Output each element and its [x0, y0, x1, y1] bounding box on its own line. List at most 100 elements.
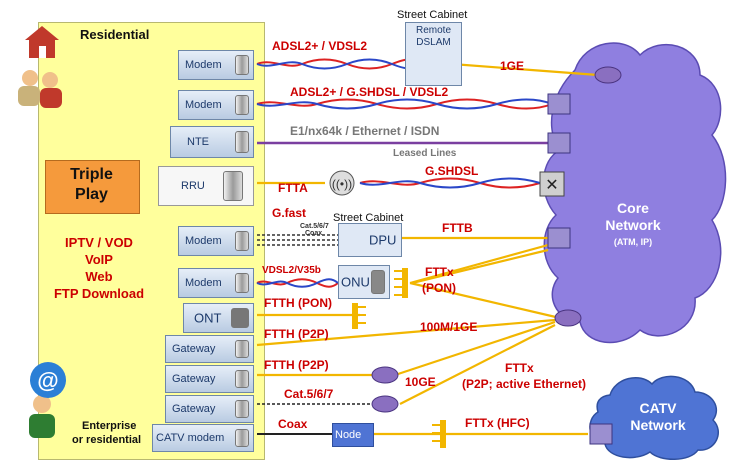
link-100m-1ge: 100M/1GE — [420, 320, 477, 334]
antenna-icon — [329, 170, 355, 196]
link-fttb: FTTB — [442, 221, 473, 235]
dpu-label: DPU — [369, 232, 397, 248]
link-ftth-p2p-2: FTTH (P2P) — [264, 358, 329, 372]
modem-1-box: Modem — [178, 50, 254, 80]
gfast-wires — [257, 234, 338, 246]
modem-1-label: Modem — [185, 59, 222, 71]
router-icons — [371, 66, 622, 413]
link-ftth-pon: FTTH (PON) — [264, 296, 332, 310]
fiber-lines — [256, 62, 599, 436]
node-box: Node — [332, 423, 374, 447]
service-voip: VoIP — [85, 252, 113, 267]
gateway-3-box: Gateway — [165, 395, 254, 423]
core-network-label-3: (ATM, IP) — [614, 237, 652, 247]
gateway-2-label: Gateway — [172, 373, 216, 385]
onu-label: ONU — [341, 274, 370, 290]
rru-box: RRU — [158, 166, 254, 206]
nte-icon — [235, 131, 249, 153]
modem-2-box: Modem — [178, 90, 254, 120]
svg-text:((•)): ((•)) — [332, 177, 352, 191]
link-coax-small: Coax — [305, 230, 322, 237]
gateway-2-icon — [235, 370, 249, 388]
catv-modem-icon — [235, 429, 249, 447]
link-10ge: 10GE — [405, 375, 436, 389]
ont-label: ONT — [194, 310, 222, 326]
cross-connect-icon-glyph: ✕ — [545, 177, 558, 194]
nte-label: NTE — [187, 136, 209, 148]
copper-pairs — [256, 58, 553, 288]
enterprise-label-2: or residential — [72, 434, 142, 446]
modem-2-label: Modem — [185, 99, 222, 111]
street-cabinet-1-label: Street Cabinet — [397, 9, 467, 21]
link-adsl-gshdsl-vdsl2: ADSL2+ / G.SHDSL / VDSL2 — [290, 85, 448, 99]
link-e1-ethernet-isdn: E1/nx64k / Ethernet / ISDN — [290, 124, 439, 138]
link-1ge: 1GE — [500, 59, 524, 73]
link-fttx-hfc: FTTx (HFC) — [465, 416, 530, 430]
triple-play-box — [45, 160, 140, 214]
nte-box: NTE — [170, 126, 254, 158]
gateway-3-icon — [235, 400, 249, 418]
modem-3-label: Modem — [185, 235, 222, 247]
street-cabinet-2-label: Street Cabinet — [333, 212, 403, 224]
link-adsl-vdsl2: ADSL2+ / VDSL2 — [272, 39, 367, 53]
core-network-cloud — [543, 42, 727, 344]
link-ftth-p2p-1: FTTH (P2P) — [264, 327, 329, 341]
catv-network-label-1: CATV — [639, 400, 677, 416]
rru-antenna-icon — [223, 171, 243, 201]
modem-4-label: Modem — [185, 277, 222, 289]
modem-4-box: Modem — [178, 268, 254, 298]
dpu-box: DPU — [338, 223, 402, 257]
remote-dslam-box: Remote DSLAM — [405, 22, 462, 86]
triple-play-label-1: Triple — [70, 166, 113, 183]
triple-play-label-2: Play — [75, 186, 108, 203]
link-cat567-small: Cat.5/6/7 — [300, 223, 329, 230]
splitter-hfc — [432, 420, 446, 448]
catv-modem-label: CATV modem — [156, 432, 225, 444]
link-cat567: Cat.5/6/7 — [284, 387, 334, 401]
core-network-label-2: Network — [605, 217, 660, 233]
switch-icons — [547, 93, 613, 445]
ont-icon — [231, 308, 249, 328]
gateway-1-box: Gateway — [165, 335, 254, 363]
link-leased-lines: Leased Lines — [393, 148, 457, 159]
link-fttx-p2p-2: (P2P; active Ethernet) — [462, 377, 586, 391]
svg-text:@: @ — [37, 368, 58, 393]
link-fttx-pon-1: FTTx — [425, 265, 454, 279]
catv-modem-box: CATV modem — [152, 424, 254, 452]
link-fttx-p2p-1: FTTx — [505, 361, 534, 375]
residential-label: Residential — [80, 27, 150, 42]
enterprise-label-1: Enterprise — [82, 420, 137, 432]
splitter-pon — [394, 268, 408, 298]
enterprise-person-icon — [29, 395, 55, 438]
link-gshdsl: G.SHDSL — [425, 164, 478, 178]
gateway-3-label: Gateway — [172, 403, 216, 415]
email-icon: @ — [30, 362, 66, 398]
modem-1-icon — [235, 55, 249, 75]
splitter-ftth — [352, 303, 366, 329]
gateway-1-icon — [235, 340, 249, 358]
catv-network-label-2: Network — [630, 417, 685, 433]
link-ftta: FTTA — [278, 181, 308, 195]
onu-device-icon — [371, 270, 385, 294]
modem-2-icon — [235, 95, 249, 115]
service-web: Web — [85, 269, 113, 284]
core-network-label-1: Core — [617, 200, 649, 216]
onu-box: ONU — [338, 265, 390, 299]
node-label: Node — [335, 429, 362, 441]
modem-3-icon — [235, 231, 249, 251]
link-gfast: G.fast — [272, 206, 306, 220]
catv-network-cloud — [589, 375, 719, 460]
gateway-1-label: Gateway — [172, 343, 216, 355]
remote-dslam-label-2: DSLAM — [416, 37, 451, 48]
cross-connect-icon — [539, 171, 565, 197]
link-coax: Coax — [278, 417, 308, 431]
rru-label: RRU — [181, 180, 205, 192]
service-iptv-vod: IPTV / VOD — [65, 235, 133, 250]
ont-box: ONT — [183, 303, 254, 333]
house-icon — [25, 26, 59, 58]
modem-4-icon — [235, 273, 249, 293]
gateway-2-box: Gateway — [165, 365, 254, 393]
modem-3-box: Modem — [178, 226, 254, 256]
